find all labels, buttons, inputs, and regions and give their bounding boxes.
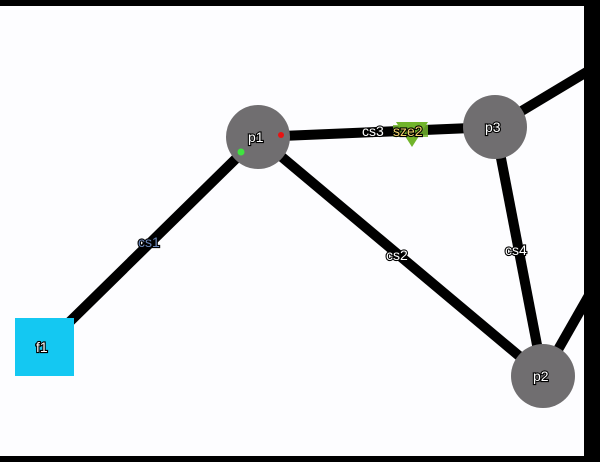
- link-label-cs2: cs2: [386, 247, 408, 263]
- link-label-cs3: cs3: [362, 123, 384, 139]
- link-label-cs1: cs1: [138, 234, 160, 250]
- status-dot-red: [278, 132, 284, 138]
- node-p1[interactable]: p1: [226, 105, 290, 169]
- node-label-f1: f1: [36, 339, 48, 355]
- link-cs4[interactable]: [490, 126, 548, 377]
- link-cs3[interactable]: [257, 122, 496, 142]
- link-cs1[interactable]: [40, 133, 262, 351]
- marker-sze2[interactable]: [393, 122, 428, 147]
- link-label-cs4: cs4: [505, 242, 527, 258]
- node-label-p3: p3: [485, 119, 501, 135]
- triangle-down-icon: [396, 122, 428, 147]
- topology-canvas[interactable]: p1 p3 p2 f1 cs1 cs2: [0, 6, 584, 456]
- topology-diagram: p1 p3 p2 f1 cs1 cs2: [15, 67, 584, 408]
- node-f1[interactable]: f1: [15, 318, 74, 376]
- node-p2[interactable]: p2: [511, 344, 575, 408]
- node-p3[interactable]: p3: [463, 95, 527, 159]
- node-label-p1: p1: [248, 129, 264, 145]
- node-label-p2: p2: [533, 368, 549, 384]
- link-cs2[interactable]: [254, 133, 547, 380]
- status-dot-green: [237, 148, 245, 156]
- marker-label-sze2: sze2: [393, 123, 423, 139]
